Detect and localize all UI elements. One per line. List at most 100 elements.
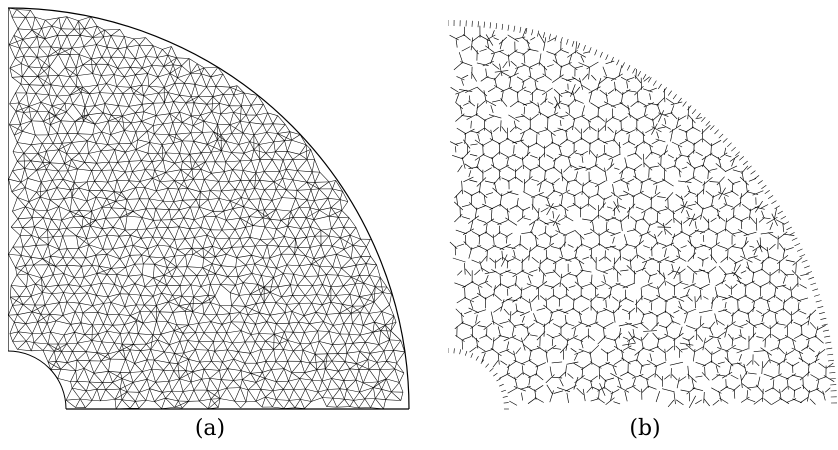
triangle-edge	[188, 323, 199, 326]
triangle-edge	[145, 56, 158, 58]
polygon-edge	[774, 308, 784, 314]
polygon-edge	[777, 339, 781, 350]
polygon-edge	[724, 357, 734, 367]
triangle-edge	[149, 198, 164, 202]
triangle-edge	[332, 397, 345, 400]
triangle-edge	[343, 323, 350, 335]
triangle-edge	[219, 103, 230, 107]
polygon-edge	[560, 168, 564, 182]
triangle-edge	[330, 207, 342, 211]
triangle-edge	[238, 295, 246, 307]
polygon-edge	[809, 388, 820, 393]
triangle-edge	[76, 86, 90, 94]
triangle-edge	[332, 188, 341, 200]
triangle-edge	[114, 191, 127, 200]
triangle-edge	[47, 361, 61, 370]
triangle-edge	[309, 312, 317, 324]
triangle-edge	[243, 282, 258, 285]
triangle-edge	[320, 244, 333, 247]
triangle-edge	[305, 388, 319, 393]
triangle-edge	[217, 139, 226, 142]
polygon-edge	[717, 361, 725, 365]
polygon-edge	[603, 307, 614, 314]
polygon-edge	[746, 360, 753, 366]
polygon-edge	[729, 155, 739, 162]
triangle-edge	[337, 274, 344, 286]
polygon-edge	[777, 358, 787, 366]
triangle-edge	[143, 111, 157, 116]
triangle-edge	[244, 334, 252, 343]
triangle-edge	[103, 303, 108, 315]
polygon-edge	[513, 120, 517, 130]
triangle-edge	[8, 314, 15, 323]
triangle-edge	[128, 293, 141, 296]
triangle-edge	[56, 361, 68, 363]
polygon-edge	[464, 132, 467, 144]
triangle-edge	[161, 398, 166, 409]
triangle-edge	[117, 68, 125, 78]
triangle-edge	[149, 388, 155, 402]
triangle-edge	[233, 380, 241, 388]
triangle-edge	[55, 265, 64, 274]
triangle-edge	[72, 92, 82, 105]
triangle-edge	[161, 134, 170, 145]
triangle-edge	[328, 235, 341, 239]
triangle-edge	[356, 359, 368, 364]
triangle-edge	[66, 16, 79, 22]
triangle-edge	[143, 102, 154, 113]
triangle-edge	[363, 294, 372, 307]
triangle-edge	[210, 273, 216, 285]
triangle-edge	[42, 258, 56, 267]
triangle-edge	[182, 161, 193, 170]
triangle-edge	[103, 314, 108, 325]
triangle-edge	[269, 277, 274, 293]
polygon-edge	[572, 114, 585, 120]
triangle-edge	[224, 171, 229, 183]
triangle-edge	[221, 321, 232, 325]
triangle-edge	[106, 234, 120, 237]
triangle-edge	[130, 84, 142, 88]
polygon-edge	[544, 142, 553, 149]
triangle-edge	[152, 320, 157, 335]
triangle-edge	[285, 311, 292, 313]
triangle-edge	[212, 198, 220, 212]
triangle-edge	[284, 312, 290, 324]
triangle-edge	[173, 101, 180, 113]
triangle-edge	[163, 275, 173, 278]
polygon-edge	[815, 376, 827, 381]
triangle-edge	[247, 389, 257, 402]
polygon-edge	[674, 206, 684, 212]
polygon-edge	[461, 115, 473, 118]
triangle-edge	[121, 378, 134, 383]
triangle-edge	[157, 334, 162, 341]
triangle-edge	[31, 311, 38, 323]
polygon-edge	[682, 337, 690, 341]
triangle-edge	[101, 74, 115, 76]
triangle-edge	[179, 378, 184, 392]
polygon-edge	[691, 118, 694, 129]
triangle-edge	[321, 368, 326, 382]
triangle-edge	[264, 200, 273, 211]
triangle-edge	[311, 379, 323, 382]
triangle-edge	[40, 102, 53, 107]
polygon-edge	[771, 399, 781, 405]
polygon-edge	[500, 164, 510, 170]
triangle-edge	[173, 199, 183, 202]
triangle-edge	[176, 254, 186, 268]
polygon-edge	[703, 391, 705, 404]
triangle-edge	[62, 248, 68, 258]
triangle-edge	[135, 104, 143, 113]
triangle-edge	[297, 159, 308, 171]
triangle-edge	[34, 304, 42, 315]
triangle-edge	[184, 237, 195, 240]
triangle-edge	[70, 370, 76, 382]
triangle-edge	[215, 253, 227, 258]
triangle-edge	[174, 77, 178, 84]
triangle-edge	[319, 207, 332, 211]
polygon-edge	[676, 399, 684, 406]
triangle-edge	[359, 391, 366, 400]
polygon-edge	[617, 377, 622, 389]
triangle-edge	[141, 85, 144, 96]
triangle-edge	[9, 67, 23, 77]
triangle-edge	[30, 160, 37, 171]
